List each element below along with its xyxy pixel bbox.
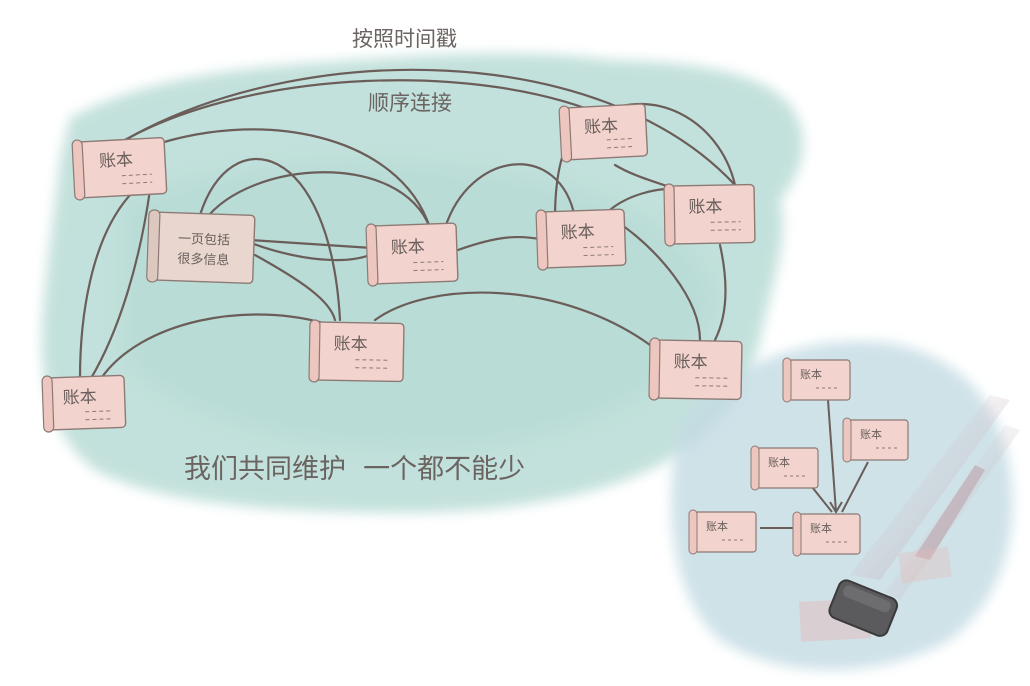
side-cloud-background [671,341,1013,670]
ledger-scroll-special: 一页包括 很多信息 [146,209,256,285]
ledger-label: 账本 [333,334,367,355]
ledger-scroll: 账本 [71,137,168,201]
top-annotation-line1: 按照时间戳 [352,27,457,51]
ledger-scroll: 账本 [558,103,649,163]
ledger-scroll-small: 账本 [842,417,909,463]
ledger-scroll-small: 账本 [750,445,819,491]
ledger-label: 账本 [390,237,425,258]
ledger-scroll: 账本 [663,183,756,247]
ledger-scroll: 账本 [41,374,127,433]
ledger-label: 账本 [860,427,882,441]
ledger-label: 账本 [62,387,97,408]
ledger-label: 账本 [99,150,134,172]
ledger-scroll: 账本 [365,222,459,287]
special-ledger-line1: 一页包括 [178,232,231,249]
bottom-caption: 我们共同维护 一个都不能少 [184,454,525,485]
ledger-scroll-small: 账本 [782,357,851,403]
eraser-icon [828,579,899,637]
ledger-label: 账本 [560,222,595,243]
small-chain-connections [760,399,869,529]
ledger-label: 账本 [810,521,832,535]
ledger-label: 账本 [688,197,722,218]
ledger-scroll: 账本 [648,337,743,401]
ledger-label: 账本 [800,367,822,381]
ledger-scroll-small: 账本 [688,509,757,555]
ledger-connections [78,68,737,382]
ledger-label: 账本 [673,352,707,373]
ledger-scroll-small: 账本 [792,511,861,557]
eraser-motion-streaks [799,395,1020,642]
ledger-label: 账本 [768,455,790,469]
top-annotation-line2: 顺序连接 [368,91,452,115]
ledger-label: 账本 [584,116,619,138]
ledger-label: 账本 [706,519,728,533]
special-ledger-line2: 很多信息 [177,251,230,269]
ledger-scroll: 账本 [535,208,627,271]
ledger-scroll: 账本 [308,319,405,383]
